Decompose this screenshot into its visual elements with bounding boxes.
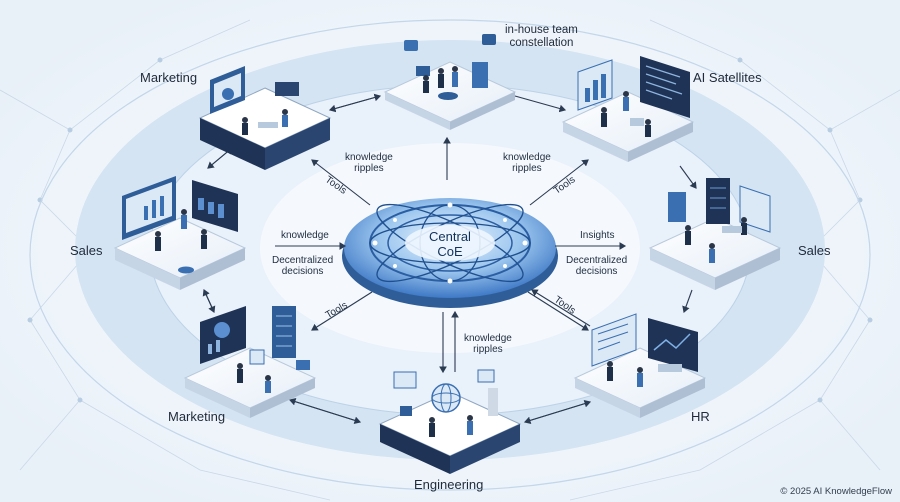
flow-text: Decentralized [566, 255, 628, 266]
node-label-engineering: Engineering [414, 477, 484, 492]
flow-label-left-knowledge: knowledge [281, 230, 329, 241]
flow-text: knowledge [345, 152, 393, 163]
flow-label-upper-left-knowledge: knowledge ripples [345, 152, 393, 174]
outer-ring [29, 19, 871, 491]
central-coe-hub [342, 198, 558, 308]
platform-bottom-left [183, 306, 317, 418]
hub-label: Central CoE [400, 229, 500, 259]
node-label-sales-left: Sales [70, 243, 103, 258]
hub-label-line1: Central [429, 229, 471, 244]
flow-text: knowledge [503, 152, 551, 163]
platform-right [648, 178, 782, 290]
platform-top-right [561, 56, 695, 162]
flow-label-upper-right-knowledge: knowledge ripples [503, 152, 551, 174]
platform-bottom [378, 369, 522, 474]
flow-label-bottom-knowledge: knowledge ripples [464, 333, 512, 355]
flow-text: knowledge [464, 333, 512, 344]
platform-top [383, 34, 517, 130]
flow-label-right-insights: Insights [580, 230, 615, 241]
copyright-text: © 2025 AI KnowledgeFlow [780, 486, 892, 497]
node-label-sales-right: Sales [798, 243, 831, 258]
flow-arrows [275, 136, 627, 374]
flow-label-right-decentralized: Decentralized decisions [566, 255, 627, 277]
flow-text: Decentralized [272, 255, 334, 266]
node-label-marketing-top: Marketing [140, 70, 198, 85]
flow-text: ripples [354, 163, 384, 174]
hub-label-line2: CoE [437, 244, 463, 259]
node-label-top-line1: in-house team [505, 24, 578, 36]
node-label-hr: HR [691, 409, 710, 424]
node-label-marketing-bottom: Marketing [168, 409, 226, 424]
flow-text: decisions [575, 266, 618, 277]
flow-text: ripples [512, 163, 542, 174]
platform-bottom-right [573, 313, 707, 418]
node-label-top-line2: constellation [509, 37, 574, 49]
node-label-top: in-house team constellation [505, 24, 578, 50]
flow-text: ripples [473, 344, 503, 355]
flow-text: decisions [281, 266, 324, 277]
platform-left [113, 176, 247, 290]
flow-label-left-decentralized: Decentralized decisions [272, 255, 333, 277]
node-label-ai-satellites: AI Satellites [693, 70, 762, 85]
platform-top-left [198, 66, 332, 170]
